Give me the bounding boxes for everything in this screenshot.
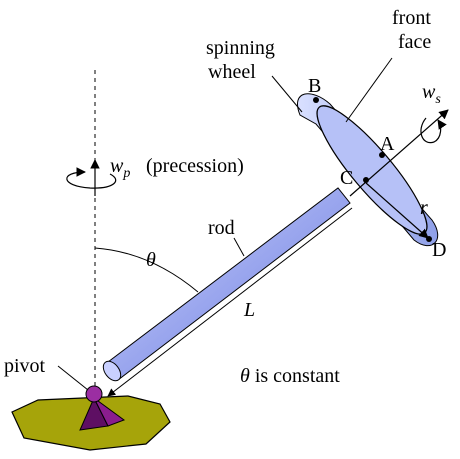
precession-rotation-arrow — [66, 167, 117, 189]
spinning-wheel-label-2: wheel — [208, 61, 256, 83]
point-b-label: B — [308, 75, 321, 97]
spinning-wheel-leader — [271, 75, 303, 113]
rod-label: rod — [208, 217, 235, 239]
precession-label: (precession) — [146, 155, 244, 177]
theta-label: θ — [146, 249, 156, 271]
radius-label: r — [420, 197, 428, 219]
precession-rate-label: wp — [110, 155, 130, 181]
rod — [102, 187, 351, 382]
pivot-leader — [57, 365, 89, 391]
theta-constant-label: θ is constant — [240, 365, 340, 387]
front-face-leader — [345, 57, 393, 123]
length-dimension-line — [107, 207, 353, 397]
front-face-label-2: face — [398, 31, 431, 53]
spinning-wheel-label-1: spinning — [206, 37, 275, 59]
rod-leader — [233, 237, 245, 257]
pivot-label: pivot — [4, 355, 46, 377]
theta-arc — [94, 247, 199, 293]
point-d-dot — [426, 236, 432, 242]
point-a-dot — [379, 152, 385, 158]
spinning-wheel — [297, 93, 439, 246]
point-c-label: C — [340, 167, 353, 189]
pivot — [79, 385, 126, 431]
point-d-label: D — [432, 239, 446, 261]
point-b-dot — [313, 97, 319, 103]
point-a-label: A — [380, 133, 395, 155]
front-face-label-1: front — [392, 7, 431, 29]
point-c-dot — [363, 177, 369, 183]
spin-rate-label: ws — [422, 81, 441, 107]
radius-line — [365, 182, 429, 239]
length-label: L — [243, 299, 255, 321]
spin-rotation-arrow — [420, 117, 447, 144]
